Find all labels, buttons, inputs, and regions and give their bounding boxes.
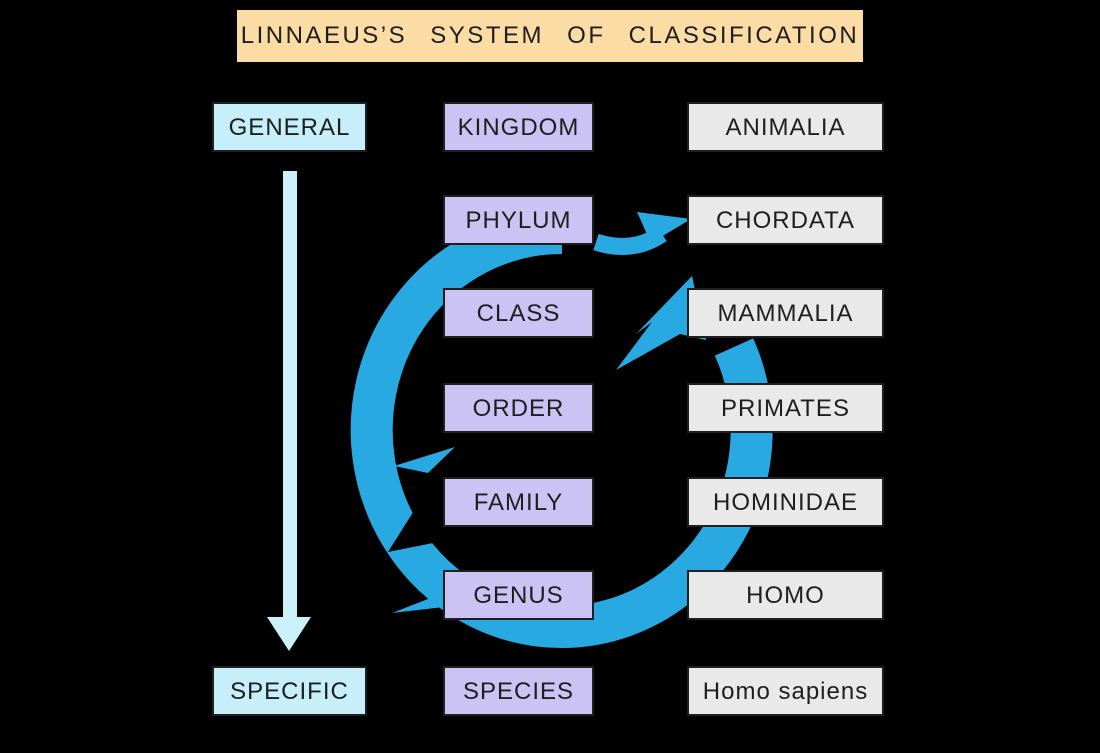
down-arrow-icon <box>267 617 311 651</box>
mammalia-arrowhead-icon <box>616 276 706 370</box>
down-arrow-shaft <box>283 171 297 621</box>
cycle-arrow-spike-icon <box>394 447 455 473</box>
rank-box: PHYLUM <box>443 195 594 245</box>
taxon-box: CHORDATA <box>687 195 884 245</box>
cycle-arrow-notch <box>388 506 438 552</box>
rank-box: GENUS <box>443 570 594 620</box>
taxon-box: Homo sapiens <box>687 666 884 716</box>
chordata-arrowhead-icon <box>637 212 691 243</box>
page-title: LINNAEUS’S SYSTEM OF CLASSIFICATION <box>237 10 863 62</box>
rank-box: CLASS <box>443 288 594 338</box>
taxon-box: PRIMATES <box>687 383 884 433</box>
rank-box: FAMILY <box>443 477 594 527</box>
specific-box: SPECIFIC <box>212 666 367 716</box>
rank-box: ORDER <box>443 383 594 433</box>
rank-box: SPECIES <box>443 666 594 716</box>
taxon-box: HOMO <box>687 570 884 620</box>
taxon-box: ANIMALIA <box>687 102 884 152</box>
taxon-box: MAMMALIA <box>687 288 884 338</box>
rank-box: KINGDOM <box>443 102 594 152</box>
general-box: GENERAL <box>212 102 367 152</box>
taxon-box: HOMINIDAE <box>687 477 884 527</box>
